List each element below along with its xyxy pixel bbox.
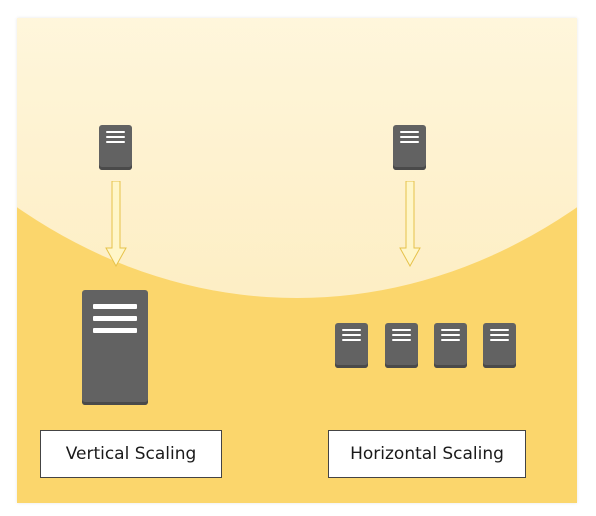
horizontal-server-1-icon (335, 323, 368, 368)
horizontal-scaling-label: Horizontal Scaling (328, 430, 526, 478)
diagram-panel: Vertical Scaling Horizontal Scaling (17, 18, 577, 503)
vertical-target-large-server-icon (82, 290, 148, 405)
horizontal-source-server-icon (393, 125, 426, 170)
horizontal-down-arrow-icon (399, 181, 421, 267)
vertical-source-server-icon (99, 125, 132, 170)
vertical-scaling-label: Vertical Scaling (40, 430, 222, 478)
horizontal-server-3-icon (434, 323, 467, 368)
vertical-down-arrow-icon (105, 181, 127, 267)
horizontal-server-4-icon (483, 323, 516, 368)
horizontal-server-2-icon (385, 323, 418, 368)
